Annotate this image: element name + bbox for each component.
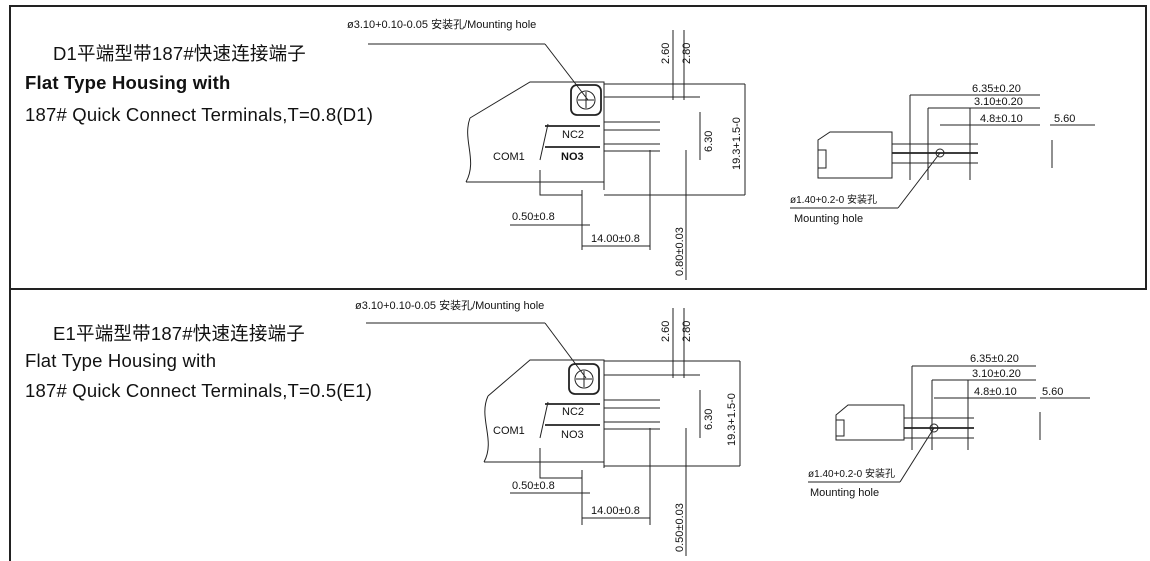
panel1-side-housing: [817, 131, 893, 179]
panel1-label-com1: COM1: [493, 151, 525, 163]
panel1-dim-560: 5.60: [1054, 113, 1075, 125]
panel1-label-no3: NO3: [561, 151, 584, 163]
panel1-mounting-hole: [576, 90, 596, 110]
panel1-com-terminal: [539, 170, 582, 196]
panel1-side-hole-label: ø1.40+0.2-0 安装孔: [790, 193, 877, 206]
panel2-dim-193: 19.3+1.5-0: [726, 393, 738, 446]
panel2-dim-630: 6.30: [703, 409, 715, 430]
panel1-housing-top: [469, 81, 605, 190]
panel1-dim-1400: 14.00±0.8: [591, 233, 640, 245]
panel1-dim-193: 19.3+1.5-0: [731, 117, 743, 170]
panel1-lever: [539, 123, 549, 161]
panel2-dim-1400: 14.00±0.8: [591, 505, 640, 517]
panel2-title-en-2: 187# Quick Connect Terminals,T=0.5(E1): [25, 380, 373, 401]
panel2-drawing: ø3.10+0.10-0.05 安装孔/Mounting hole NC2 NO…: [355, 298, 1090, 556]
panel1-drawing: ø3.10+0.10-0.05 安装孔/Mounting hole NC2 NO…: [347, 17, 1095, 280]
panel2-label-nc2: NC2: [562, 406, 584, 418]
panel1-dim-48: 4.8±0.10: [980, 113, 1023, 125]
panel2-side-housing: [835, 404, 905, 441]
panel1-title-en-2: 187# Quick Connect Terminals,T=0.8(D1): [25, 104, 374, 125]
panel1-dim-635: 6.35±0.20: [972, 83, 1021, 95]
panel2-housing-top: [487, 359, 605, 468]
panel2-side-leader: [899, 427, 935, 483]
panel2-lever: [539, 401, 549, 439]
panel1-label-nc2: NC2: [562, 129, 584, 141]
panel1-title-en-1: Flat Type Housing with: [25, 72, 231, 93]
panel1-leader-diag: [544, 43, 589, 101]
panel2-dim-310: 3.10±0.20: [972, 368, 1021, 380]
panel1-hole-boss: [570, 84, 602, 116]
panel2-dim-560: 5.60: [1042, 386, 1063, 398]
panel2-label-com1: COM1: [493, 425, 525, 437]
panel2-side-hole-en: Mounting hole: [810, 487, 879, 499]
panel2-dim-thick: 0.50±0.03: [674, 503, 686, 552]
panel2-mounting-hole: [574, 369, 594, 389]
panel1-dim-260: 2.60: [660, 43, 672, 64]
panel2-dim-635: 6.35±0.20: [970, 353, 1019, 365]
panel2-label-no3: NO3: [561, 429, 584, 441]
frame-right-border: [1145, 5, 1147, 290]
panel2-housing-break: [483, 395, 489, 463]
panel1-mounting-hole-label: ø3.10+0.10-0.05 安装孔/Mounting hole: [347, 17, 536, 31]
panel-divider: [9, 288, 1147, 290]
panel2-dim-48: 4.8±0.10: [974, 386, 1017, 398]
panel2-com-terminal: [539, 448, 582, 479]
panel2-dim-050: 0.50±0.8: [512, 480, 555, 492]
panel1-dim-630: 6.30: [703, 131, 715, 152]
panel1-side-leader: [897, 152, 941, 209]
panel2-title-cn: E1平端型带187#快速连接端子: [53, 323, 305, 344]
panel1-housing-break: [465, 117, 472, 183]
panel1-dim-280: 2.80: [681, 43, 693, 64]
panel2-title-en-1: Flat Type Housing with: [25, 350, 217, 371]
panel2-side-hole-label: ø1.40+0.2-0 安装孔: [808, 467, 895, 480]
panel1-side-notch: [818, 149, 827, 169]
panel2-leader-diag: [544, 322, 587, 379]
panel1-title-cn: D1平端型带187#快速连接端子: [53, 43, 307, 64]
panel2-mounting-hole-label: ø3.10+0.10-0.05 安装孔/Mounting hole: [355, 298, 544, 312]
panel2-dim-260: 2.60: [660, 321, 672, 342]
panel1-dim-thick: 0.80±0.03: [674, 227, 686, 276]
panel2-dim-280: 2.80: [681, 321, 693, 342]
panel2-hole-boss: [568, 363, 600, 395]
frame-top-border: [9, 5, 1147, 7]
panel1-side-hole: [935, 148, 945, 158]
panel2-side-hole: [929, 423, 939, 433]
panel2-side-notch: [836, 419, 845, 437]
panel1-side-hole-en: Mounting hole: [794, 213, 863, 225]
panel1-dim-310: 3.10±0.20: [974, 96, 1023, 108]
frame-left-border: [9, 5, 11, 561]
panel1-dim-050: 0.50±0.8: [512, 211, 555, 223]
